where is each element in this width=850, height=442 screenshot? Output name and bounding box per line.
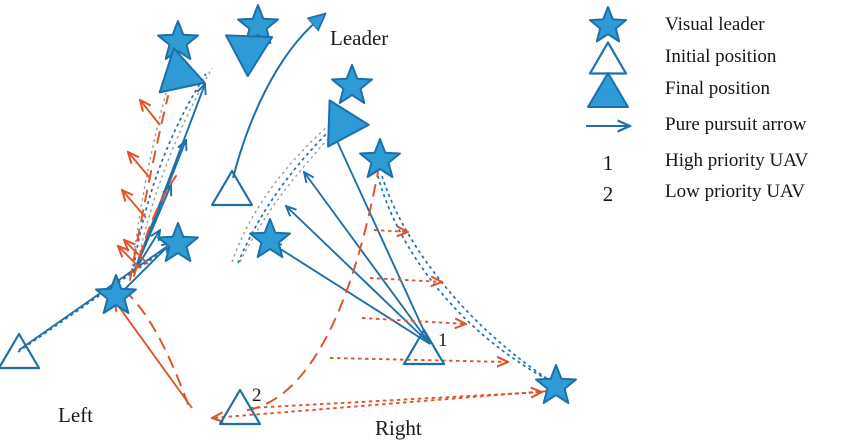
- star-right-bottom: [535, 364, 577, 404]
- pure-pursuit-arrows-center: [271, 128, 431, 345]
- star-left-lower: [95, 274, 137, 314]
- blue-dotted-paths: [17, 73, 553, 383]
- leader-label: Leader: [330, 26, 389, 50]
- legend-final-triangle-icon: [587, 72, 629, 108]
- initial-triangle-leader: [210, 169, 254, 207]
- marker-layer: [0, 4, 577, 426]
- final-triangle-center: [327, 99, 370, 148]
- legend-digit-2: 2: [603, 182, 614, 206]
- star-top-mid: [237, 4, 279, 44]
- orange-dotted-return-path: [212, 389, 561, 418]
- leader-trajectory: [232, 20, 318, 179]
- legend-label-3: Pure pursuit arrow: [665, 114, 807, 135]
- star-top-left: [157, 20, 199, 60]
- final-triangle-mid: [225, 34, 274, 78]
- initial-triangle-high-priority: [402, 328, 446, 366]
- low-priority-index: 2: [252, 385, 262, 406]
- initial-triangle-left: [0, 332, 41, 370]
- legend-label-2: Final position: [665, 78, 771, 99]
- star-center-mid: [249, 218, 291, 258]
- legend-label-5: Low priority UAV: [665, 181, 806, 202]
- legend-symbol-layer: 12: [586, 6, 630, 206]
- orange-dotted-arrows-right: [249, 230, 542, 409]
- legend-digit-1: 1: [603, 151, 614, 175]
- star-right-upper: [359, 138, 401, 178]
- legend-label-1: Initial position: [665, 46, 777, 67]
- legend-initial-triangle-icon: [588, 41, 628, 75]
- star-left-mid: [157, 222, 199, 262]
- legend-label-0: Visual leader: [665, 14, 765, 35]
- orange-dashed-paths-left: [125, 95, 189, 405]
- orange-pursuit-arrows-left: [118, 100, 161, 269]
- orange-dashed-paths-right: [247, 171, 379, 411]
- right-label: Right: [375, 416, 422, 440]
- orange-solid-arrow-left: [114, 300, 193, 409]
- initial-triangle-low-priority: [218, 388, 262, 426]
- pure-pursuit-arrows-left: [18, 84, 205, 351]
- final-triangle-left: [158, 47, 206, 94]
- left-label: Left: [58, 403, 93, 427]
- legend-label-4: High priority UAV: [665, 150, 809, 171]
- high-priority-index: 1: [438, 330, 448, 351]
- legend-star-icon: [588, 6, 628, 43]
- star-center-upper: [331, 64, 373, 104]
